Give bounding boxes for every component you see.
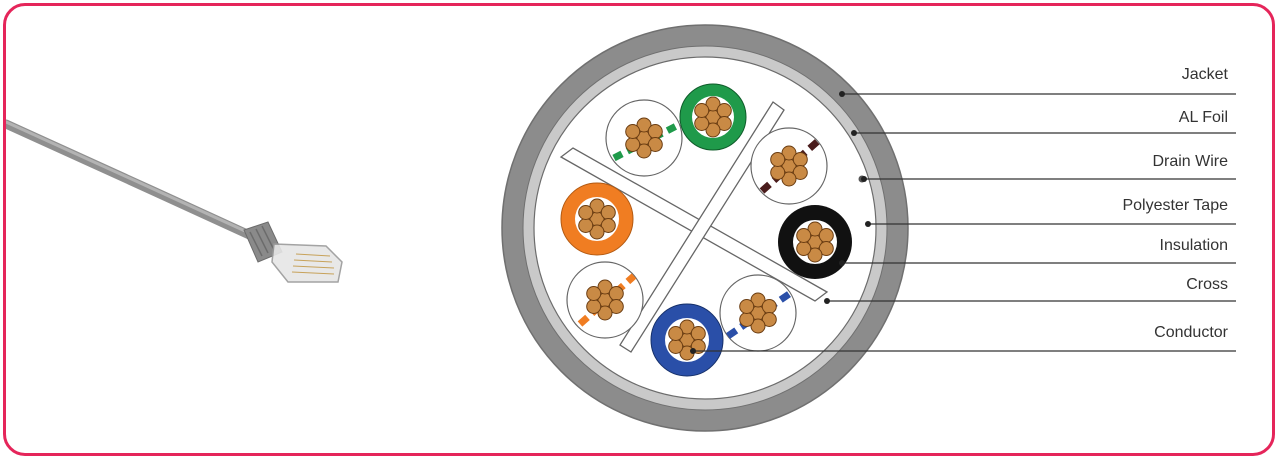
label-conductor: Conductor — [1154, 324, 1228, 342]
label-drain-wire: Drain Wire — [1152, 153, 1228, 171]
cable-cross-section-diagram — [6, 6, 1272, 453]
label-cross: Cross — [1186, 276, 1228, 294]
label-al-foil: AL Foil — [1179, 109, 1228, 127]
patch-cable-image — [6, 122, 342, 282]
label-polyester-tape: Polyester Tape — [1122, 197, 1228, 215]
rj45-plug-icon — [244, 222, 342, 282]
diagram-frame: Jacket AL Foil Drain Wire Polyester Tape… — [3, 3, 1275, 456]
cable-cross-section — [502, 25, 908, 431]
label-jacket: Jacket — [1182, 66, 1228, 84]
label-insulation: Insulation — [1160, 237, 1229, 255]
